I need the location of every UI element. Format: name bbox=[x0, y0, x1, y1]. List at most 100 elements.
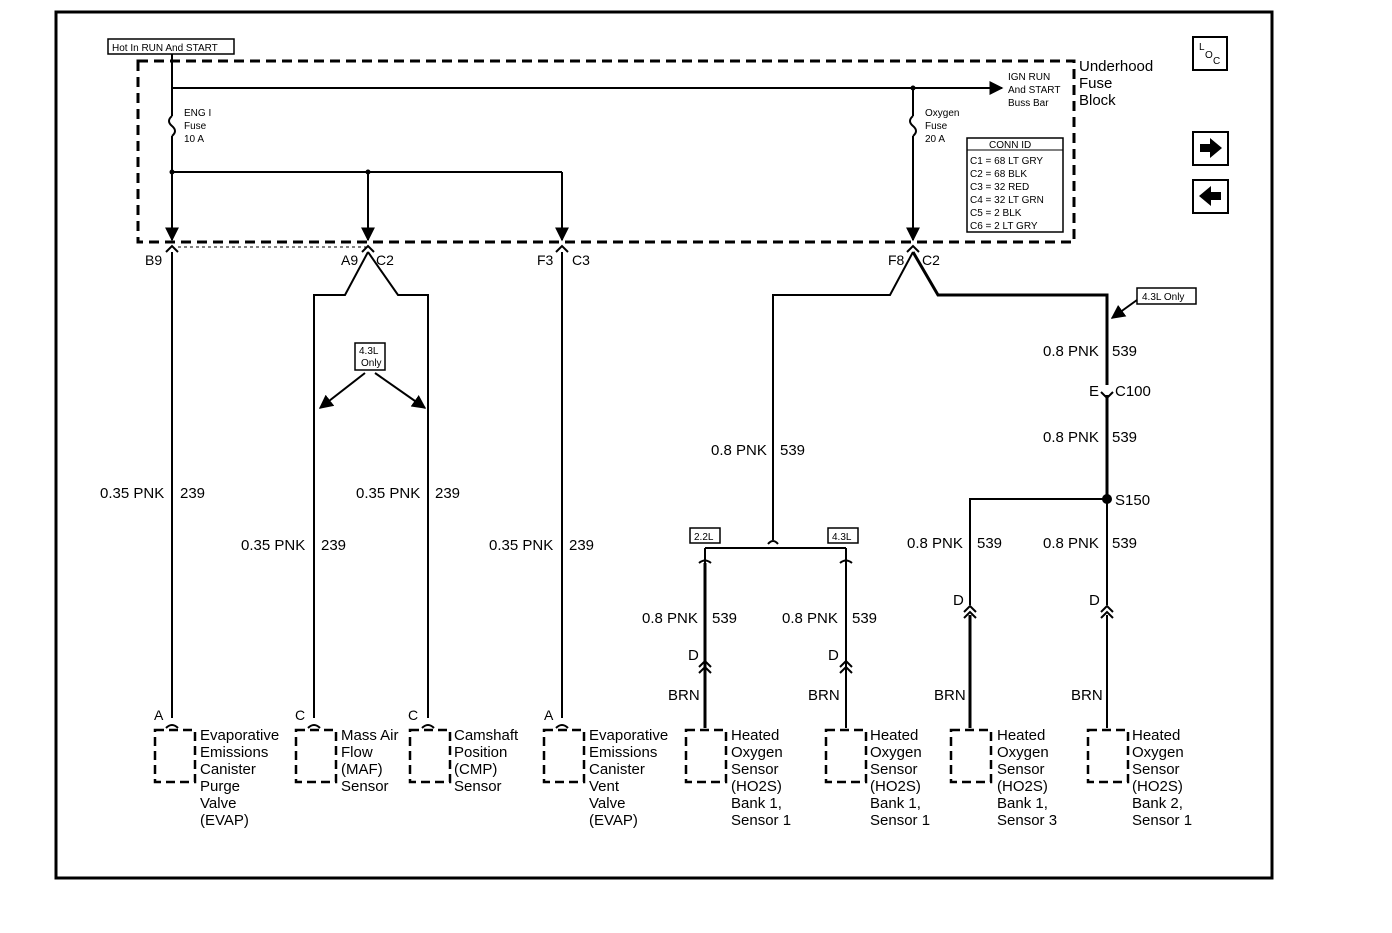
wire-size: 0.8 PNK bbox=[907, 535, 963, 552]
component-line: Valve bbox=[589, 795, 625, 812]
component-pin: A bbox=[154, 707, 164, 723]
conn-id-row: C4 = 32 LT GRN bbox=[970, 195, 1044, 206]
connector-e: E bbox=[1089, 383, 1099, 400]
component-line: Sensor bbox=[997, 761, 1045, 778]
wire-color-brn: BRN bbox=[668, 687, 700, 704]
component-line: Heated bbox=[870, 727, 918, 744]
wire-circuit: 239 bbox=[569, 537, 594, 554]
component-line: Heated bbox=[997, 727, 1045, 744]
bus-bar-label-1: IGN RUN bbox=[1008, 72, 1050, 83]
component-line: Flow bbox=[341, 744, 373, 761]
component-line: Sensor 1 bbox=[1132, 812, 1192, 829]
fuse-block-outline bbox=[136, 59, 1076, 244]
wire-size: 0.8 PNK bbox=[642, 610, 698, 627]
wire-circuit: 539 bbox=[852, 610, 877, 627]
component-pin: A bbox=[544, 707, 554, 723]
component-line: Purge bbox=[200, 778, 240, 795]
component-line: (MAF) bbox=[341, 761, 383, 778]
eng-fuse bbox=[168, 88, 176, 172]
component-line: Oxygen bbox=[731, 744, 783, 761]
component-line: Sensor 1 bbox=[870, 812, 930, 829]
component-box bbox=[408, 728, 452, 784]
wire-circuit: 539 bbox=[1112, 535, 1137, 552]
conn-id-row: C6 = 2 LT GRY bbox=[970, 221, 1038, 232]
conn-id-row: C5 = 2 BLK bbox=[970, 208, 1022, 219]
wire-cmp bbox=[367, 251, 429, 718]
component-pin: C bbox=[408, 707, 418, 723]
component-ho2s-b1s1-a-label: Heated Oxygen Sensor (HO2S) Bank 1, Sens… bbox=[731, 727, 791, 829]
eng-fuse-label-3: 10 A bbox=[184, 134, 204, 145]
component-ho2s-b2s1-label: Heated Oxygen Sensor (HO2S) Bank 2, Sens… bbox=[1132, 727, 1192, 829]
connector-d: D bbox=[828, 647, 839, 664]
previous-page-button[interactable] bbox=[1192, 179, 1229, 214]
wire-size: 0.35 PNK bbox=[489, 537, 553, 554]
oxygen-fuse-label-2: Fuse bbox=[925, 121, 948, 132]
component-line: Heated bbox=[1132, 727, 1180, 744]
wire-circuit: 239 bbox=[180, 485, 205, 502]
svg-text:L: L bbox=[1199, 42, 1205, 53]
component-line: Oxygen bbox=[997, 744, 1049, 761]
next-page-button[interactable] bbox=[1192, 131, 1229, 166]
component-line: Sensor bbox=[454, 778, 502, 795]
component-line: Sensor bbox=[870, 761, 918, 778]
wire-size: 0.8 PNK bbox=[782, 610, 838, 627]
badge-43l-only-right: 4.3L Only bbox=[1110, 287, 1197, 319]
bus-bar-label-3: Buss Bar bbox=[1008, 98, 1049, 109]
badge-43l: 4.3L bbox=[827, 527, 859, 544]
badge-43l-only: 4.3L Only bbox=[318, 342, 427, 409]
splice-label: S150 bbox=[1115, 492, 1150, 509]
wire-f8-left bbox=[772, 251, 914, 540]
component-line: Bank 2, bbox=[1132, 795, 1183, 812]
component-line: (HO2S) bbox=[997, 778, 1048, 795]
hot-label: Hot In RUN And START bbox=[107, 38, 235, 55]
component-maf-label: Mass Air Flow (MAF) Sensor bbox=[341, 727, 399, 795]
badge-43l-text: 4.3L bbox=[832, 532, 852, 543]
component-line: (CMP) bbox=[454, 761, 497, 778]
component-line: Sensor bbox=[731, 761, 779, 778]
component-box bbox=[542, 728, 586, 784]
loc-icon[interactable]: L O C bbox=[1192, 36, 1228, 71]
badge-22l-text: 2.2L bbox=[694, 532, 714, 543]
fuse-block-title-1: Underhood bbox=[1079, 58, 1153, 75]
wire-color-brn: BRN bbox=[1071, 687, 1103, 704]
component-line: Bank 1, bbox=[870, 795, 921, 812]
component-box bbox=[1086, 728, 1130, 784]
wire-circuit: 239 bbox=[435, 485, 460, 502]
component-evap-purge-label: Evaporative Emissions Canister Purge Val… bbox=[200, 727, 279, 829]
wire-color-brn: BRN bbox=[934, 687, 966, 704]
component-line: Sensor 3 bbox=[997, 812, 1057, 829]
wire-size: 0.8 PNK bbox=[1043, 343, 1099, 360]
wire-circuit: 539 bbox=[712, 610, 737, 627]
conn-id-title: CONN ID bbox=[989, 140, 1031, 151]
component-line: Evaporative bbox=[200, 727, 279, 744]
svg-text:O: O bbox=[1205, 50, 1213, 61]
component-pin: C bbox=[295, 707, 305, 723]
oxygen-fuse bbox=[906, 88, 920, 242]
component-line: Sensor bbox=[1132, 761, 1180, 778]
connector-d: D bbox=[1089, 592, 1100, 609]
conn-id-row: C3 = 32 RED bbox=[970, 182, 1029, 193]
component-line: (HO2S) bbox=[1132, 778, 1183, 795]
connector-c3: C3 bbox=[572, 252, 590, 268]
wire-circuit: 539 bbox=[977, 535, 1002, 552]
connector-d: D bbox=[953, 592, 964, 609]
connector-c100: C100 bbox=[1115, 383, 1151, 400]
page-frame bbox=[54, 10, 1274, 880]
component-line: Oxygen bbox=[1132, 744, 1184, 761]
component-line: (EVAP) bbox=[589, 812, 638, 829]
arrow-right-icon bbox=[1200, 138, 1222, 158]
eng-fuse-label-2: Fuse bbox=[184, 121, 207, 132]
connector-c2: C2 bbox=[376, 252, 394, 268]
component-line: Emissions bbox=[200, 744, 268, 761]
wire-size: 0.8 PNK bbox=[711, 442, 767, 459]
connector-f3: F3 bbox=[537, 252, 554, 268]
component-ho2s-b1s3-label: Heated Oxygen Sensor (HO2S) Bank 1, Sens… bbox=[997, 727, 1057, 829]
component-box bbox=[949, 728, 993, 784]
component-line: Emissions bbox=[589, 744, 657, 761]
component-line: Bank 1, bbox=[731, 795, 782, 812]
conn-id-row: C1 = 68 LT GRY bbox=[970, 156, 1043, 167]
component-line: (HO2S) bbox=[870, 778, 921, 795]
component-line: Canister bbox=[200, 761, 256, 778]
component-box bbox=[684, 728, 728, 784]
